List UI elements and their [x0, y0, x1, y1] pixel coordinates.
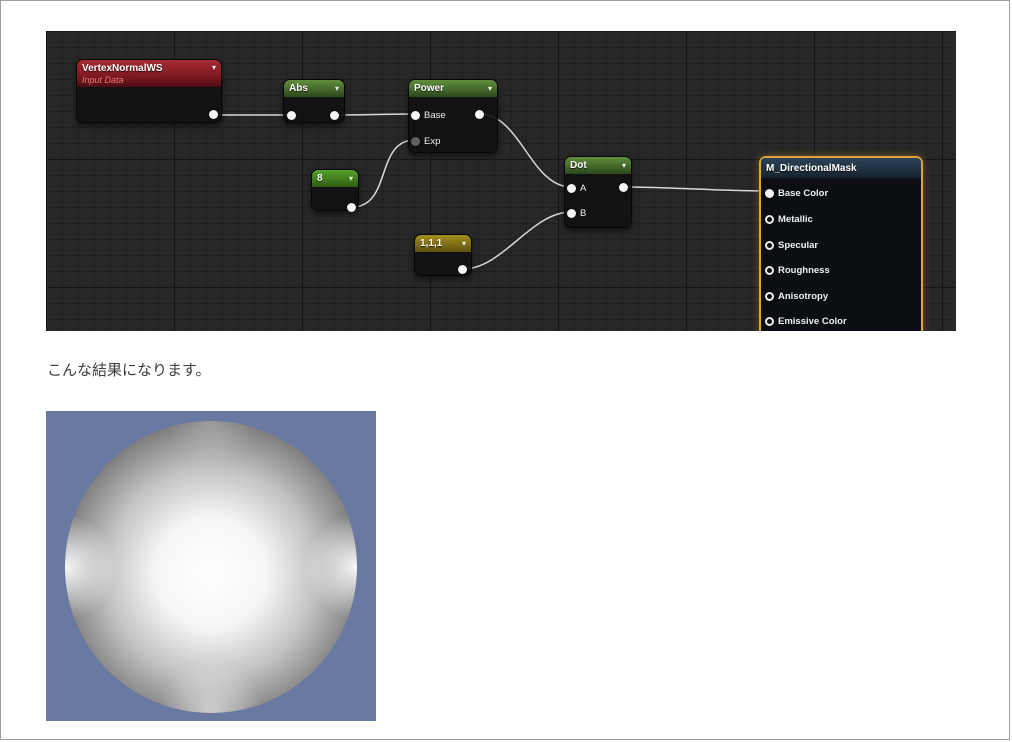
pin-label: Specular: [778, 240, 819, 251]
input-pin-emissive-color[interactable]: [765, 317, 774, 326]
chevron-down-icon[interactable]: ▾: [348, 173, 353, 183]
output-pin[interactable]: [347, 203, 356, 212]
node-title: Dot: [570, 160, 587, 171]
input-pin-exp[interactable]: [411, 137, 420, 146]
node-title: VertexNormalWS: [82, 62, 163, 74]
input-pin-metallic[interactable]: [765, 215, 774, 224]
output-pin[interactable]: [458, 265, 467, 274]
node-material-result[interactable]: M_DirectionalMask Base Color Metallic Sp…: [759, 156, 923, 331]
chevron-down-icon[interactable]: ▾: [211, 63, 216, 72]
node-dot[interactable]: Dot ▾ A B: [564, 156, 632, 228]
chevron-down-icon[interactable]: ▾: [621, 160, 626, 170]
result-text: こんな結果になります。: [47, 362, 211, 379]
sphere-render: [65, 421, 357, 713]
pin-label: Emissive Color: [778, 316, 847, 327]
node-vertexnormalws[interactable]: VertexNormalWS ▾ Input Data: [76, 59, 222, 123]
input-pin-roughness[interactable]: [765, 266, 774, 275]
pin-label: Base: [424, 110, 446, 121]
node-header: 8 ▾: [312, 170, 358, 187]
node-title: Power: [414, 83, 445, 94]
pin-label: Base Color: [778, 188, 829, 199]
output-pin[interactable]: [475, 110, 484, 119]
node-header: M_DirectionalMask: [761, 158, 921, 178]
node-subtitle: Input Data: [82, 75, 124, 85]
node-title: 1,1,1: [420, 238, 443, 249]
input-pin-a[interactable]: [567, 184, 576, 193]
node-header: Abs ▾: [284, 80, 344, 97]
chevron-down-icon[interactable]: ▾: [487, 83, 492, 93]
output-pin[interactable]: [209, 110, 218, 119]
wire-abs-to-power-base[interactable]: [334, 113, 416, 116]
node-abs[interactable]: Abs ▾: [283, 79, 345, 123]
node-title: 8: [317, 173, 323, 184]
chevron-down-icon[interactable]: ▾: [461, 238, 466, 248]
wire-dot-to-base-color[interactable]: [623, 186, 768, 192]
node-title: M_DirectionalMask: [766, 162, 857, 174]
node-header: 1,1,1 ▾: [415, 235, 471, 252]
wire-8-to-power-exp[interactable]: [351, 139, 416, 208]
chevron-down-icon[interactable]: ▾: [334, 83, 339, 93]
material-editor-canvas[interactable]: VertexNormalWS ▾ Input Data Abs ▾ Power …: [46, 31, 956, 331]
input-pin-base[interactable]: [411, 111, 420, 120]
input-pin-b[interactable]: [567, 209, 576, 218]
input-pin-anisotropy[interactable]: [765, 292, 774, 301]
pin-label: B: [580, 208, 587, 219]
node-constant-111[interactable]: 1,1,1 ▾: [414, 234, 472, 276]
node-constant-8[interactable]: 8 ▾: [311, 169, 359, 212]
node-title: Abs: [289, 83, 308, 94]
pin-label: Exp: [424, 136, 441, 147]
pin-label: Anisotropy: [778, 291, 829, 302]
pin-label: Roughness: [778, 265, 830, 276]
node-power[interactable]: Power ▾ Base Exp: [408, 79, 498, 153]
input-pin-specular[interactable]: [765, 241, 774, 250]
node-header: Power ▾: [409, 80, 497, 97]
result-preview-image: [46, 411, 376, 721]
pin-label: Metallic: [778, 214, 813, 225]
input-pin[interactable]: [287, 111, 296, 120]
input-pin-base-color[interactable]: [765, 189, 774, 198]
output-pin[interactable]: [619, 183, 628, 192]
node-header: VertexNormalWS ▾ Input Data: [77, 60, 221, 87]
node-header: Dot ▾: [565, 157, 631, 174]
output-pin[interactable]: [330, 111, 339, 120]
wire-111-to-dot-b[interactable]: [462, 211, 572, 270]
pin-label: A: [580, 183, 587, 194]
